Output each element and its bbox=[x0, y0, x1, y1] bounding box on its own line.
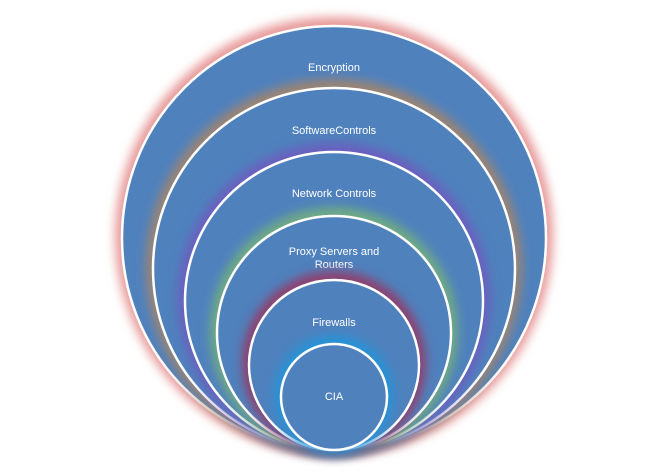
layer-label-proxy-servers-routers: Proxy Servers and bbox=[289, 246, 379, 258]
layer-label-cia: CIA bbox=[325, 391, 344, 403]
layer-label-firewalls: Firewalls bbox=[312, 317, 356, 329]
layer-label-encryption: Encryption bbox=[308, 62, 360, 74]
layer-label-software-controls: SoftwareControls bbox=[292, 125, 377, 137]
layer-label-network-controls: Network Controls bbox=[292, 188, 377, 200]
layer-label-proxy-servers-routers: Routers bbox=[315, 259, 354, 271]
layer-circle-cia bbox=[279, 342, 389, 452]
